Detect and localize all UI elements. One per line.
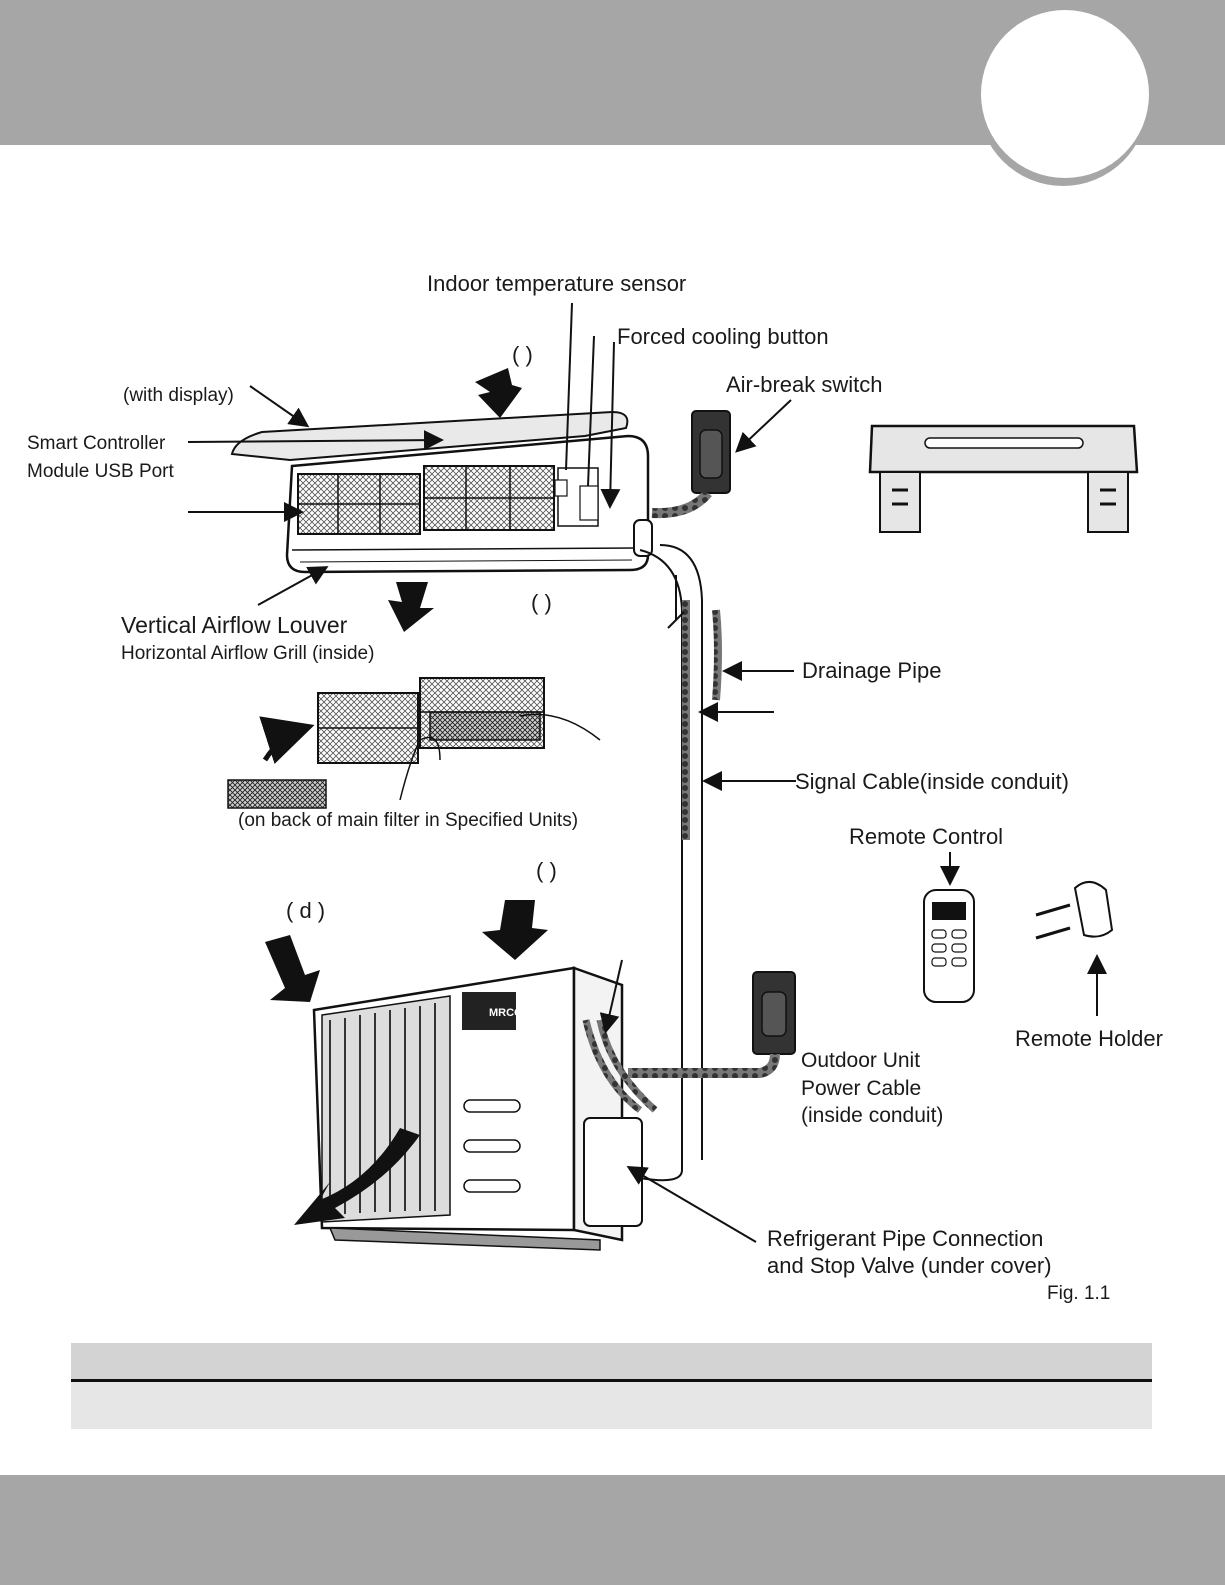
remote-control-label: Remote Control bbox=[849, 824, 1004, 849]
air-break-switch-bottom bbox=[628, 971, 796, 1078]
mrcool-logo: MRCOOL bbox=[489, 1007, 538, 1019]
air-break-switch-label: Air-break switch bbox=[726, 372, 883, 397]
paren-outdoor-label: ( ) bbox=[536, 858, 557, 883]
table-header-row bbox=[71, 1343, 1152, 1382]
figure-caption: Fig. 1.1 bbox=[1047, 1283, 1111, 1304]
with-display-label: (with display) bbox=[123, 385, 234, 406]
air-break-switch-top bbox=[651, 410, 731, 519]
outdoor-power-cable-label-line1: Outdoor Unit bbox=[801, 1049, 921, 1072]
outdoor-power-cable-label-line3: (inside conduit) bbox=[801, 1104, 944, 1127]
filter-removal-illustration bbox=[227, 677, 601, 809]
remote-holder-illustration bbox=[1035, 881, 1114, 940]
remote-control-illustration bbox=[923, 889, 975, 1003]
smart-controller-label-line2: Module USB Port bbox=[27, 461, 174, 482]
paren-top-label: ( ) bbox=[512, 342, 533, 367]
refrigerant-pipe-label-line1: Refrigerant Pipe Connection bbox=[767, 1226, 1044, 1251]
drainage-pipe-label: Drainage Pipe bbox=[802, 658, 942, 683]
refrigerant-pipe-label-line2: and Stop Valve (under cover) bbox=[767, 1253, 1052, 1278]
forced-cooling-button-label: Forced cooling button bbox=[617, 324, 829, 349]
outdoor-unit bbox=[312, 966, 658, 1251]
remote-holder-label: Remote Holder bbox=[1015, 1026, 1163, 1051]
conduit-piping bbox=[639, 544, 722, 1182]
indoor-temp-sensor-label: Indoor temperature sensor bbox=[427, 271, 687, 296]
footer-bar bbox=[0, 1475, 1225, 1585]
leader-lines bbox=[187, 302, 1107, 1243]
signal-cable-label: Signal Cable(inside conduit) bbox=[795, 769, 1069, 794]
horizontal-airflow-grill-label: Horizontal Airflow Grill (inside) bbox=[121, 643, 375, 664]
paren-pipe-label: ( ) bbox=[531, 590, 552, 615]
airflow-arrows-indoor bbox=[388, 368, 522, 632]
vertical-airflow-louver-label: Vertical Airflow Louver bbox=[121, 612, 348, 638]
filter-note-label: (on back of main filter in Specified Uni… bbox=[238, 810, 579, 831]
mounting-plate bbox=[868, 424, 1139, 533]
outdoor-power-cable-label-line2: Power Cable bbox=[801, 1077, 922, 1100]
indoor-unit bbox=[230, 410, 653, 574]
table-row bbox=[71, 1382, 1152, 1429]
paren-d-label: ( d ) bbox=[286, 898, 326, 923]
smart-controller-label-line1: Smart Controller bbox=[27, 433, 166, 454]
page-badge bbox=[981, 10, 1149, 178]
airflow-arrows-outdoor bbox=[265, 900, 548, 1225]
